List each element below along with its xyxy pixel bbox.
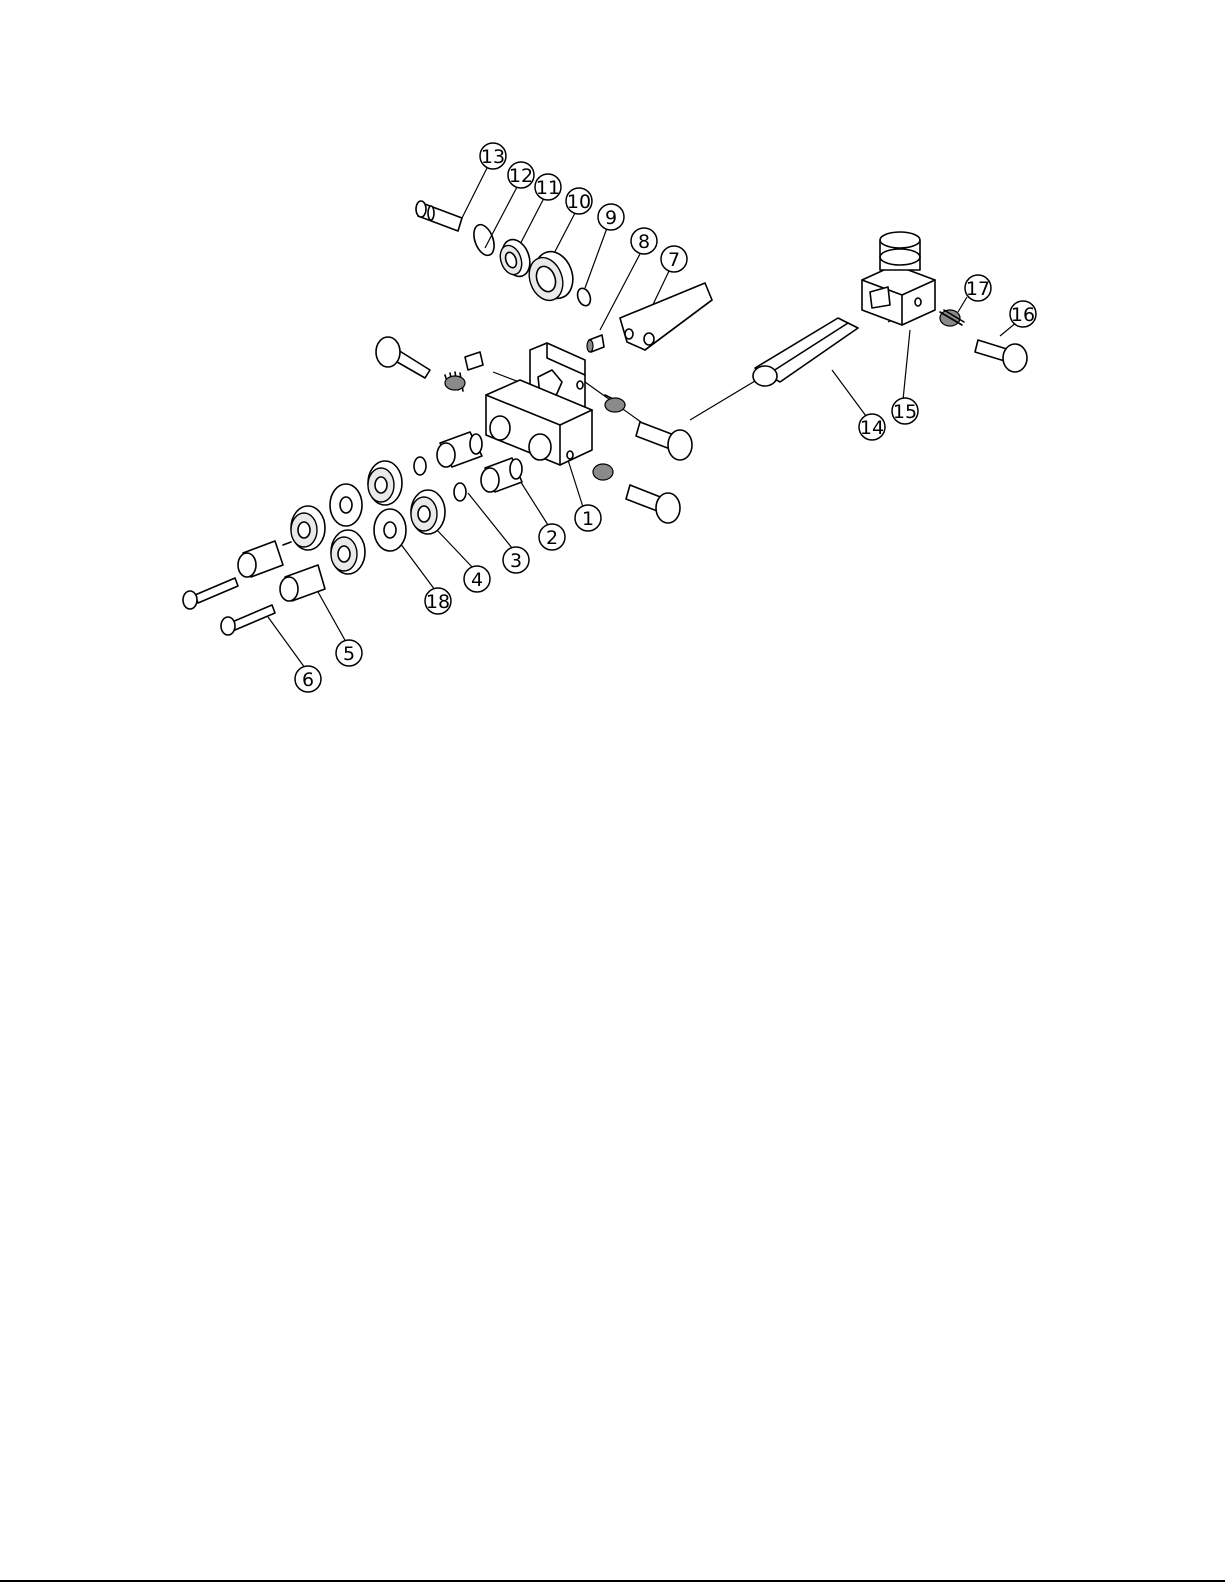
callout-7: 7 (661, 246, 687, 272)
page-bottom-rule (0, 1580, 1225, 1582)
svg-text:2: 2 (546, 527, 558, 549)
callout-11: 11 (535, 174, 561, 200)
svg-text:11: 11 (536, 177, 560, 199)
washer-upper (330, 484, 362, 526)
callout-17: 17 (965, 275, 991, 301)
svg-text:12: 12 (509, 165, 533, 187)
svg-text:13: 13 (481, 146, 505, 168)
callout-15: 15 (892, 398, 918, 424)
svg-text:7: 7 (668, 249, 680, 271)
callout-5: 5 (336, 640, 362, 666)
right-knob-bolt (605, 395, 692, 460)
part-10-grooved-wheel (523, 246, 579, 305)
upper-knob-bolt (376, 337, 430, 378)
callout-16: 16 (1010, 301, 1036, 327)
svg-text:9: 9 (605, 207, 617, 229)
svg-text:1: 1 (582, 508, 594, 530)
callout-10: 10 (566, 188, 592, 214)
part-12-retaining-ring (470, 222, 498, 258)
callout-8: 8 (631, 228, 657, 254)
svg-text:5: 5 (343, 643, 355, 665)
part-18-washer (374, 509, 406, 551)
dowel-pin (465, 352, 483, 370)
part-8-set-screw (587, 335, 604, 352)
callout-14: 14 (859, 414, 885, 440)
callout-18: 18 (425, 588, 451, 614)
part-3-ring-lower (454, 483, 466, 501)
svg-text:16: 16 (1011, 304, 1035, 326)
callout-4: 4 (464, 566, 490, 592)
svg-text:14: 14 (860, 417, 884, 439)
part-16-knob-bolt (975, 340, 1027, 372)
part-9-ring (575, 286, 592, 307)
part-2-roller-shaft-lower (481, 458, 522, 492)
svg-text:17: 17 (966, 278, 990, 300)
callout-2: 2 (539, 524, 565, 550)
bearing-upper-left (291, 506, 325, 550)
part-5-spacer-sleeve (280, 565, 325, 601)
spacer-sleeve-upper (238, 541, 291, 577)
part-14-hex-bar (753, 318, 858, 386)
svg-text:8: 8 (638, 231, 650, 253)
part-7-arm-bar (620, 283, 712, 350)
svg-text:3: 3 (510, 550, 522, 572)
cap-screw-upper (183, 578, 238, 609)
callout-9: 9 (598, 204, 624, 230)
callout-1: 1 (575, 505, 601, 531)
part-1-main-body (486, 343, 592, 465)
part-13-pin (416, 201, 462, 231)
svg-text:15: 15 (893, 401, 917, 423)
part-3-ring-upper (414, 457, 426, 475)
bearing-upper-right (368, 461, 402, 505)
part-17-spring (940, 310, 964, 326)
callout-13: 13 (480, 143, 506, 169)
lower-knob-bolt (593, 464, 680, 523)
svg-text:4: 4 (471, 569, 483, 591)
callout-3: 3 (503, 547, 529, 573)
part-15-cross-block (862, 232, 935, 325)
svg-text:18: 18 (426, 591, 450, 613)
part-2-roller-shaft-upper (437, 432, 482, 467)
upper-spring (445, 372, 465, 391)
svg-text:6: 6 (302, 669, 314, 691)
bearing-lower-left (331, 530, 365, 574)
callout-6: 6 (295, 666, 321, 692)
part-4-bearing (411, 490, 445, 534)
callout-12: 12 (508, 162, 534, 188)
svg-text:10: 10 (567, 191, 591, 213)
part-6-cap-screw (221, 605, 275, 635)
